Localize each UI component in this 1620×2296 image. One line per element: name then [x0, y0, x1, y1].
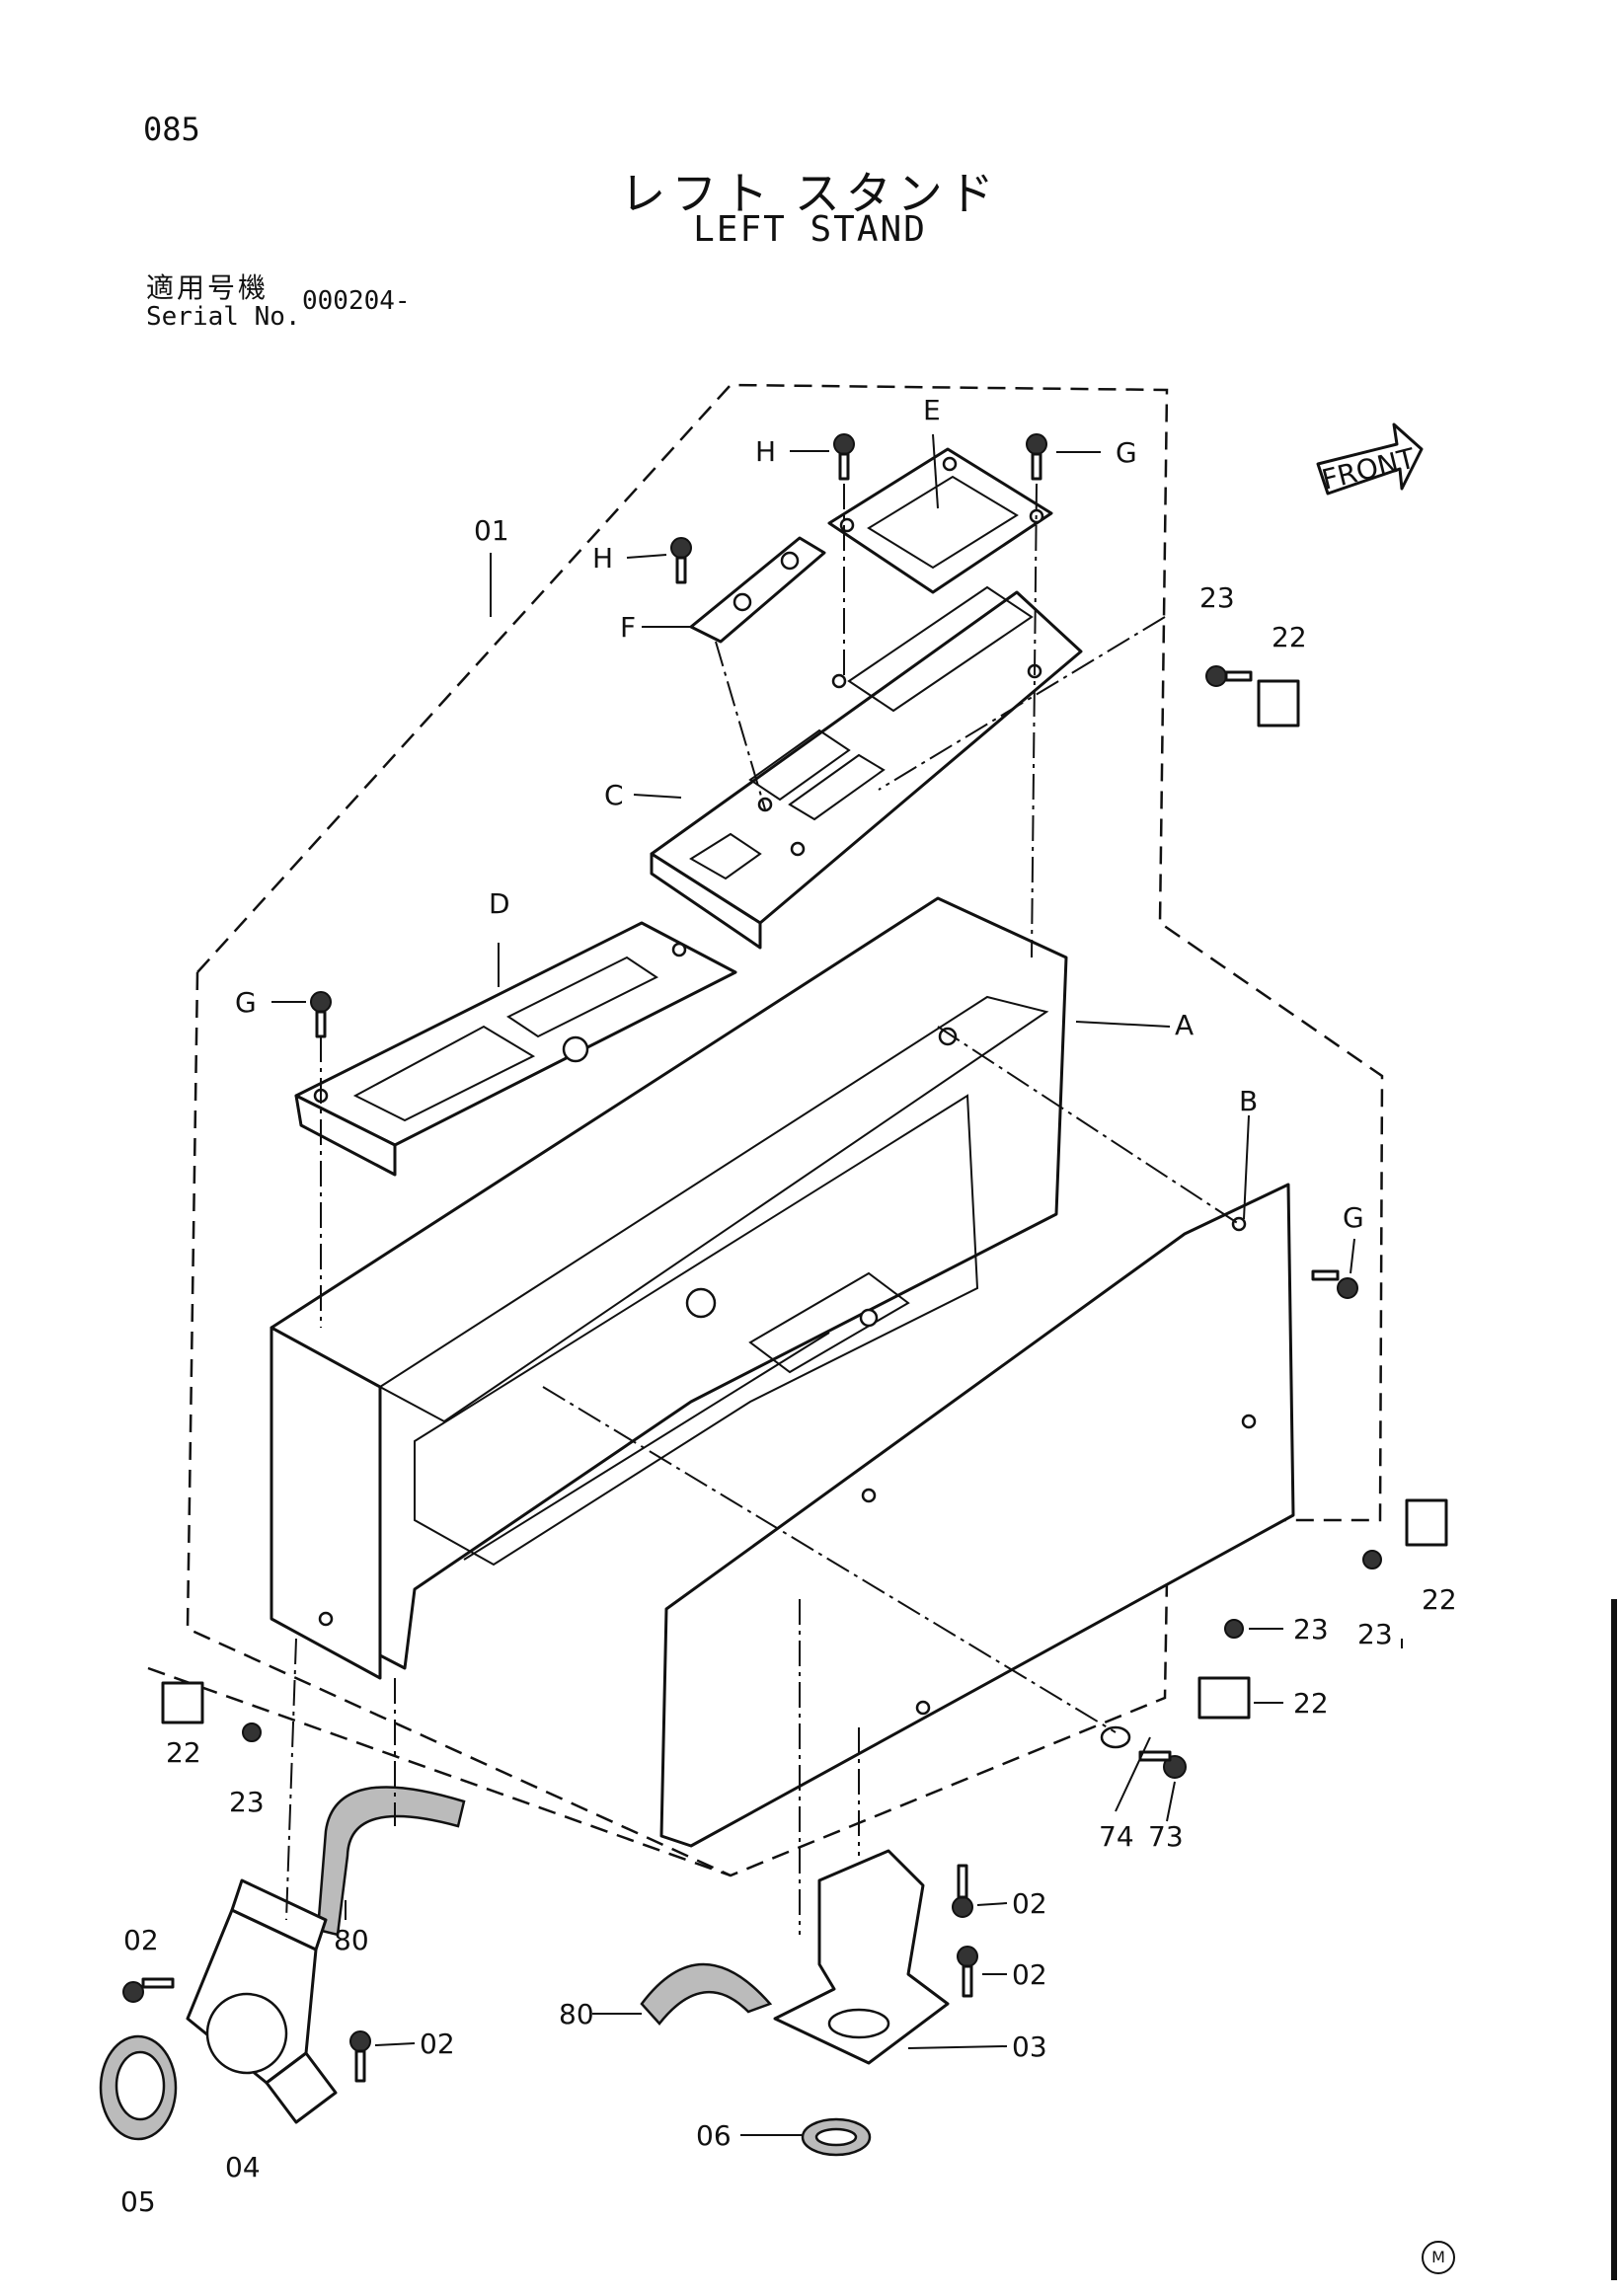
callout-73: 73: [1148, 1820, 1184, 1853]
callout-h-upper: H: [755, 435, 776, 468]
callout-23-mid: 23: [1293, 1613, 1329, 1645]
callout-02-lower: 02: [1012, 1958, 1047, 1991]
rubber-pad-80-lower: [640, 1962, 773, 2026]
callout-06: 06: [696, 2119, 732, 2152]
bolt-h-lower: [670, 537, 692, 584]
bracket-04: [186, 1878, 338, 2124]
clip-22-left: [161, 1681, 204, 1724]
page-title-japanese: レフト スタンド: [620, 167, 1000, 220]
plate-d: [294, 921, 737, 1177]
bolt-g-left: [310, 991, 332, 1038]
callout-g-left: G: [235, 986, 257, 1019]
callout-05: 05: [120, 2185, 156, 2218]
clip-22-mid: [1197, 1676, 1251, 1720]
bolt-02-upper: [952, 1864, 973, 1918]
callout-b: B: [1239, 1085, 1258, 1117]
plate-f: [689, 536, 826, 644]
callout-74: 74: [1099, 1820, 1134, 1853]
assembly-boundary-01-bottom: [147, 1578, 1169, 1877]
callout-04: 04: [225, 2151, 261, 2183]
bolt-23-left: [242, 1722, 262, 1742]
bolt-h-upper: [833, 433, 855, 481]
bolt-73: [1138, 1750, 1187, 1779]
callout-02-upper: 02: [1012, 1887, 1047, 1920]
callout-a: A: [1175, 1009, 1194, 1041]
serial-label-english: Serial No.: [146, 302, 301, 332]
serial-number-value: 000204-: [302, 286, 411, 316]
page-title-english: LEFT STAND: [693, 209, 927, 250]
assembly-boundary-01-left: [186, 971, 732, 1877]
callout-03: 03: [1012, 2030, 1047, 2063]
clip-22-upper: [1257, 679, 1300, 727]
callout-80-lower: 80: [559, 1998, 594, 2030]
callout-02-bracket04: 02: [420, 2028, 455, 2060]
page-number: 085: [143, 111, 200, 148]
front-arrow-icon: FRONT: [1316, 422, 1424, 497]
callout-d: D: [489, 887, 510, 920]
callout-23-right: 23: [1357, 1618, 1393, 1650]
leader-lines: [271, 433, 1403, 2136]
callout-01: 01: [474, 514, 509, 547]
serial-label-japanese: 適用号機: [146, 271, 270, 304]
callout-23-left: 23: [229, 1786, 265, 1818]
bolt-02-lower: [957, 1946, 978, 1998]
bolt-02-left: [122, 1977, 175, 2003]
callout-e: E: [923, 394, 941, 426]
cover-plate-e: [827, 447, 1053, 594]
corner-mark: M: [1422, 2241, 1455, 2274]
rubber-pad-80-upper: [316, 1786, 466, 1937]
clip-22-right: [1405, 1498, 1448, 1547]
bolt-23-upper: [1205, 665, 1253, 687]
callout-22-right: 22: [1422, 1583, 1457, 1616]
callout-02-left: 02: [123, 1924, 159, 1956]
page-edge-bar: [1611, 1599, 1617, 2280]
grommet-06: [801, 2117, 872, 2157]
assembly-boundary-01: [196, 383, 1384, 1522]
callout-g-upper: G: [1116, 436, 1137, 469]
callout-22-mid: 22: [1293, 1687, 1329, 1720]
callout-c: C: [604, 779, 624, 811]
callout-80-upper: 80: [334, 1924, 369, 1956]
bracket-03: [773, 1849, 950, 2065]
callout-23-upper: 23: [1199, 581, 1235, 614]
bolt-02-bracket04: [349, 2030, 371, 2083]
callout-22-upper: 22: [1272, 621, 1307, 653]
bolt-23-right: [1362, 1550, 1382, 1569]
bolt-g-upper: [1026, 433, 1047, 481]
callout-22-left: 22: [166, 1736, 201, 1769]
callout-h-lower: H: [592, 542, 613, 574]
main-frame-a: [270, 896, 1068, 1680]
upper-plate-c: [650, 585, 1083, 950]
callout-f: F: [620, 611, 636, 644]
callout-g-right: G: [1343, 1201, 1364, 1234]
bolt-g-right: [1311, 1269, 1358, 1299]
seal-05: [99, 2034, 178, 2141]
washer-74: [1100, 1725, 1131, 1749]
bolt-23-mid: [1224, 1619, 1244, 1639]
